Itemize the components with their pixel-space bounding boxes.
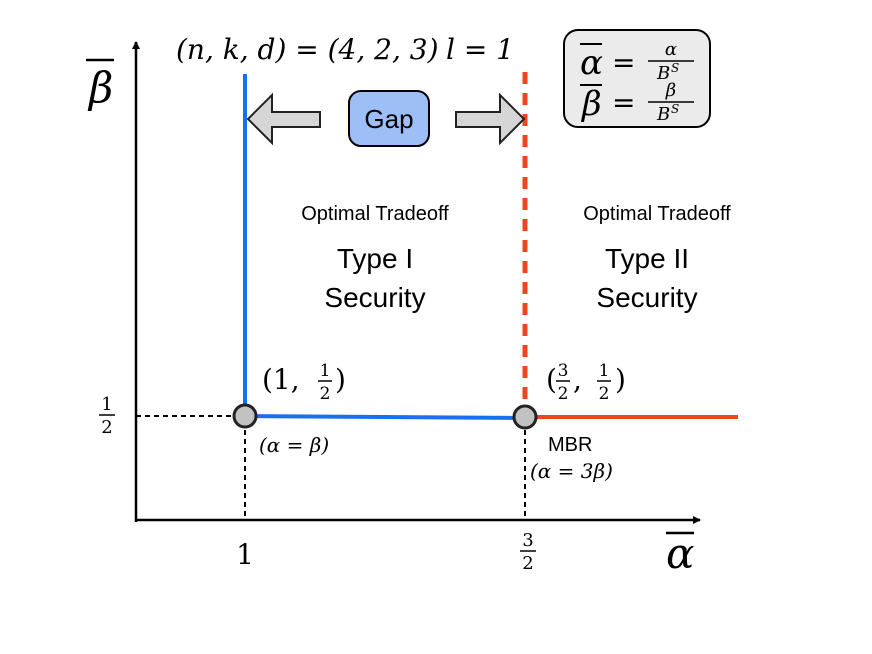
point2-label-pre: (: [546, 363, 557, 396]
x-axis-label: α: [666, 529, 694, 578]
alpha-bar-symbol: α: [580, 43, 603, 83]
beta-bar-denominator-sup: S: [671, 102, 679, 116]
y-axis-label: β: [87, 63, 113, 112]
point1-note: (α = β): [259, 433, 329, 457]
point-mbr-label: ( 3 2 , 1 2 ): [546, 361, 626, 404]
left-region-caption: Optimal Tradeoff: [301, 203, 449, 225]
point2-label-num2: 1: [599, 361, 610, 381]
left-region-title-line2: Security: [324, 282, 425, 313]
alpha-bar-definition: α = α B S: [580, 39, 694, 84]
y-tick-half-num: 1: [101, 394, 112, 415]
point2-label-num1: 3: [558, 361, 569, 381]
x-tick-three-halves-num: 3: [522, 530, 533, 551]
beta-bar-numerator: β: [665, 80, 676, 101]
gap-left-arrow-icon: [246, 92, 321, 146]
beta-bar-denominator: B: [656, 104, 670, 125]
beta-bar-equals: =: [612, 86, 635, 119]
point2-note: (α = 3β): [530, 459, 613, 483]
alpha-bar-denominator: B: [656, 63, 670, 84]
gap-box: [348, 90, 430, 147]
point-one-half-label: (1, 1 2 ): [262, 361, 346, 404]
beta-bar-definition: β = β B S: [580, 80, 694, 125]
point1-label-post: ): [335, 363, 346, 396]
point1-label-num: 1: [320, 361, 331, 381]
beta-bar-symbol: β: [580, 84, 602, 124]
point-one-half: [232, 403, 258, 429]
point2-label-post: ): [615, 363, 626, 396]
right-region-title-line1: Type II: [605, 243, 689, 274]
type1-horizontal-line: [244, 414, 526, 420]
gap-label: Gap: [364, 104, 413, 134]
point-mbr: [512, 404, 538, 430]
point1-label-den: 2: [320, 384, 331, 404]
mbr-label: MBR: [548, 434, 592, 456]
x-tick-one: 1: [236, 538, 254, 571]
x-tick-three-halves-den: 2: [522, 553, 533, 574]
point2-label-den1: 2: [558, 384, 569, 404]
alpha-bar-numerator: α: [665, 39, 677, 60]
gap-right-arrow-icon: [455, 92, 526, 146]
point2-label-den2: 2: [599, 384, 610, 404]
alpha-bar-denominator-sup: S: [671, 61, 679, 75]
alpha-bar-equals: =: [612, 46, 635, 79]
code-params: (n, k, d) = (4, 2, 3): [176, 33, 439, 66]
l-value: l = 1: [446, 33, 514, 66]
right-region-caption: Optimal Tradeoff: [583, 203, 731, 225]
left-region-title-line1: Type I: [337, 243, 413, 274]
point2-label-mid: ,: [573, 363, 582, 396]
point1-label-pre: (1,: [262, 363, 300, 396]
y-tick-half-den: 2: [101, 417, 112, 438]
right-region-title-line2: Security: [596, 282, 697, 313]
